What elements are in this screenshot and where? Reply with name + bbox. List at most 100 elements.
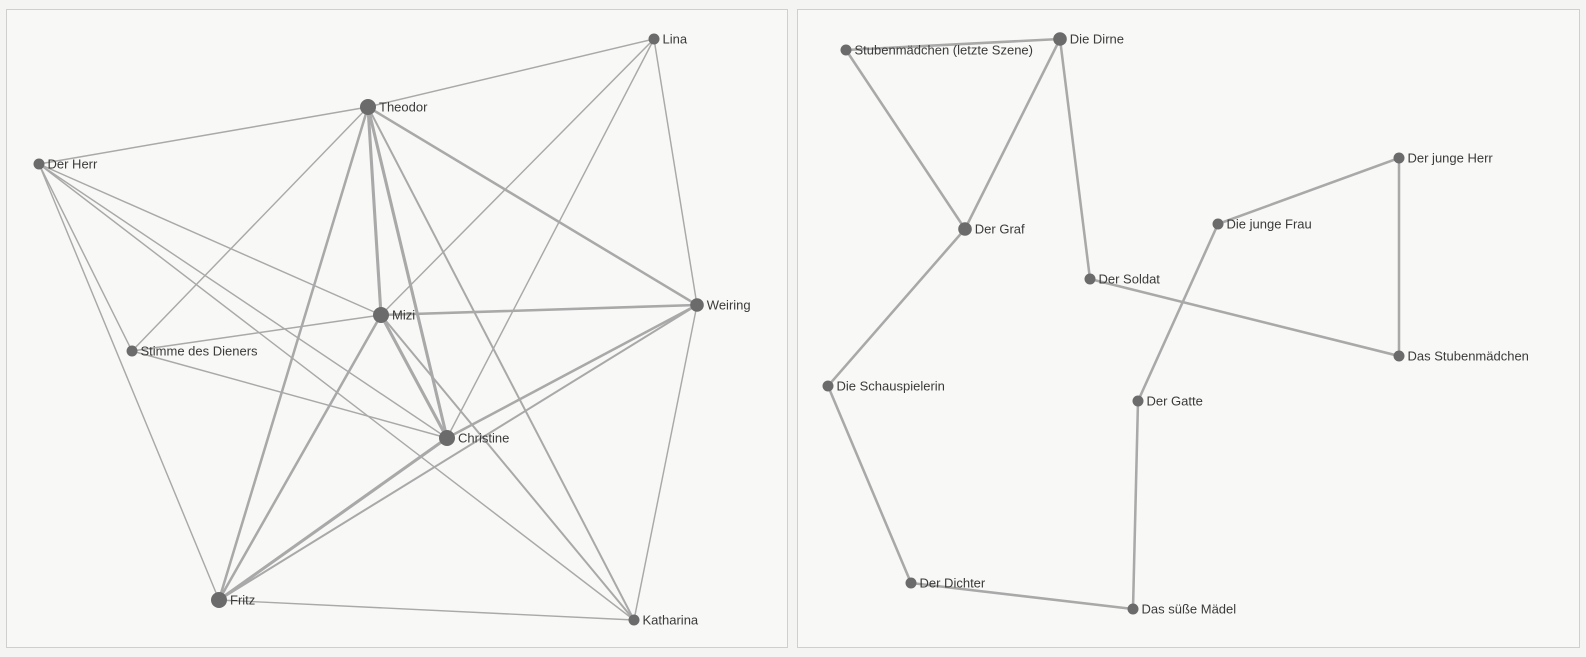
edge-theodor-fritz (217, 105, 370, 602)
node-lina[interactable]: Lina (648, 32, 688, 47)
node-stubenmaedchen-letzte[interactable]: Stubenmädchen (letzte Szene) (840, 43, 1034, 58)
edge-mizi-lina (380, 38, 655, 316)
edge-die-dirne-der-graf (963, 37, 1062, 231)
node-label: Katharina (643, 613, 699, 628)
node-dot[interactable] (1127, 603, 1139, 615)
node-der-herr[interactable]: Der Herr (33, 157, 99, 172)
node-label: Der junge Herr (1408, 151, 1494, 166)
edge-der-soldat-das-stubenmaedchen (1088, 277, 1401, 358)
node-katharina[interactable]: Katharina (628, 613, 699, 628)
node-label: Christine (458, 431, 509, 446)
node-dot[interactable] (211, 592, 227, 608)
edge-der-dichter-die-schauspielerin (826, 384, 913, 585)
node-dot[interactable] (628, 614, 640, 626)
edge-theodor-der-herr (38, 106, 369, 165)
edge-stubenmaedchen-letzte-die-dirne (844, 37, 1062, 52)
node-dot[interactable] (126, 345, 138, 357)
node-label: Der Soldat (1099, 272, 1161, 287)
node-dot[interactable] (33, 158, 45, 170)
node-der-soldat[interactable]: Der Soldat (1084, 272, 1161, 287)
nodes: Stubenmädchen (letzte Szene) Die DirneDer… (822, 32, 1529, 617)
node-dot[interactable] (958, 222, 972, 236)
node-das-stubenmaedchen[interactable]: Das Stubenmädchen (1393, 349, 1529, 364)
node-dot[interactable] (360, 99, 376, 115)
node-dot[interactable] (905, 577, 917, 589)
node-dot[interactable] (840, 44, 852, 56)
edge-die-schauspielerin-der-graf (826, 227, 967, 388)
edge-stubenmaedchen-letzte-der-graf (844, 48, 967, 231)
edge-mizi-fritz (217, 313, 383, 602)
node-dot[interactable] (690, 298, 704, 312)
edge-stimme-der-herr (38, 163, 133, 352)
node-label: Stubenmädchen (letzte Szene) (855, 43, 1034, 58)
node-label: Fritz (230, 593, 255, 608)
edge-weiring-lina (653, 38, 698, 306)
node-label: Die Schauspielerin (837, 379, 945, 394)
node-dot[interactable] (1393, 350, 1405, 362)
node-label: Der Dichter (920, 576, 986, 591)
edge-theodor-christine (366, 105, 449, 440)
node-dot[interactable] (822, 380, 834, 392)
edges (826, 37, 1401, 611)
node-dot[interactable] (1084, 273, 1096, 285)
edge-christine-lina (446, 38, 655, 439)
edges (38, 38, 699, 621)
edge-theodor-lina (367, 38, 655, 108)
node-weiring[interactable]: Weiring (690, 298, 751, 313)
edge-mizi-christine (379, 313, 449, 440)
edge-mizi-stimme (131, 314, 382, 352)
node-label: Stimme des Dieners (141, 344, 259, 359)
edge-christine-der-herr (38, 163, 448, 439)
edge-fritz-katharina (218, 599, 635, 621)
node-die-dirne[interactable]: Die Dirne (1053, 32, 1124, 47)
node-der-junge-herr[interactable]: Der junge Herr (1393, 151, 1494, 166)
node-die-junge-frau[interactable]: Die junge Frau (1212, 217, 1312, 232)
node-label: Die junge Frau (1227, 217, 1312, 232)
network-graph-right: Stubenmädchen (letzte Szene) Die DirneDer… (822, 32, 1529, 617)
node-label: Der Graf (975, 222, 1025, 237)
node-der-dichter[interactable]: Der Dichter (905, 576, 986, 591)
node-dot[interactable] (648, 33, 660, 45)
node-die-schauspielerin[interactable]: Die Schauspielerin (822, 379, 945, 394)
node-label: Lina (663, 32, 688, 47)
node-das-suesse-maedel[interactable]: Das süße Mädel (1127, 602, 1237, 617)
node-mizi[interactable]: Mizi (373, 307, 415, 323)
edge-die-junge-frau-der-gatte (1136, 222, 1220, 403)
node-label: Weiring (707, 298, 751, 313)
node-fritz[interactable]: Fritz (211, 592, 255, 608)
edge-theodor-mizi (366, 105, 383, 317)
node-label: Das Stubenmädchen (1408, 349, 1529, 364)
edge-mizi-der-herr (38, 163, 382, 316)
edge-weiring-fritz (218, 304, 698, 601)
node-dot[interactable] (1212, 218, 1224, 230)
edge-christine-stimme (131, 350, 448, 439)
node-christine[interactable]: Christine (439, 430, 509, 446)
node-dot[interactable] (1132, 395, 1144, 407)
node-dot[interactable] (439, 430, 455, 446)
node-der-graf[interactable]: Der Graf (958, 222, 1025, 237)
node-theodor[interactable]: Theodor (360, 99, 428, 115)
edge-mizi-katharina (380, 314, 635, 621)
node-label: Der Gatte (1147, 394, 1203, 409)
edge-fritz-der-herr (38, 163, 220, 601)
edge-der-junge-herr-die-junge-frau (1216, 156, 1401, 226)
node-label: Mizi (392, 308, 415, 323)
edge-weiring-katharina (633, 304, 698, 621)
edge-theodor-katharina (367, 106, 635, 621)
node-dot[interactable] (1393, 152, 1405, 164)
node-label: Der Herr (48, 157, 99, 172)
edge-christine-fritz (217, 436, 449, 602)
edge-christine-weiring (445, 303, 699, 440)
node-dot[interactable] (1053, 32, 1067, 46)
edge-die-dirne-der-soldat (1058, 37, 1092, 281)
node-der-gatte[interactable]: Der Gatte (1132, 394, 1203, 409)
edge-der-herr-katharina (38, 163, 635, 621)
edge-theodor-stimme (131, 106, 369, 352)
node-stimme[interactable]: Stimme des Dieners (126, 344, 259, 359)
node-label: Das süße Mädel (1142, 602, 1237, 617)
node-dot[interactable] (373, 307, 389, 323)
